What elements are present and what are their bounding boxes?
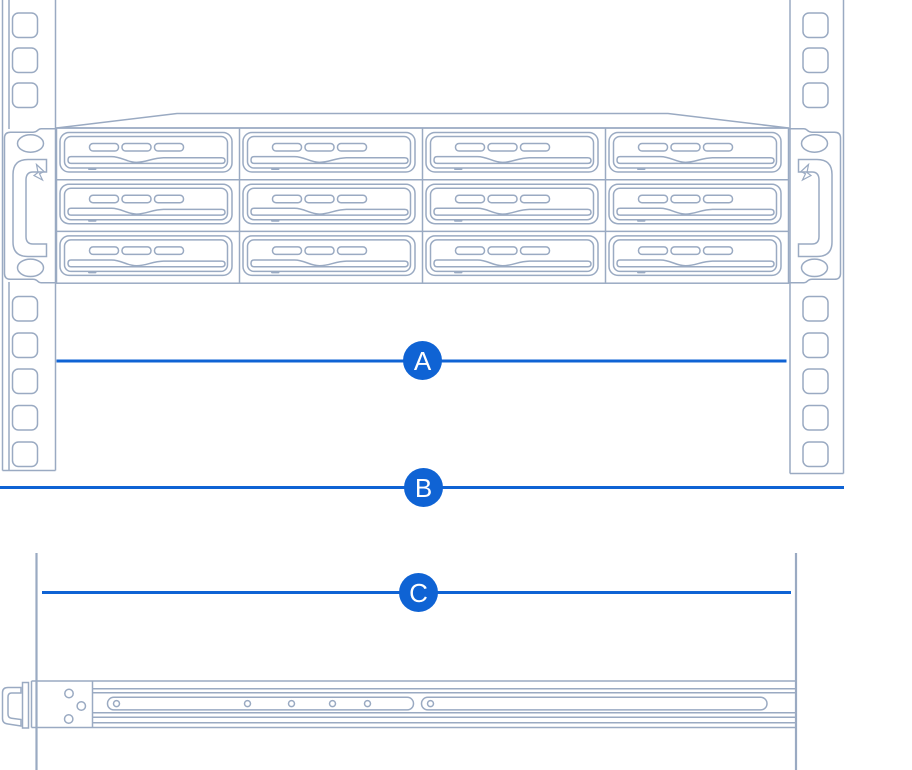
rack-post-right-holes [802,12,829,468]
rackmount-server [3,112,842,284]
callout-marker-b: B [404,468,443,507]
rail-guide-lines [35,553,798,770]
server-ear-left [3,127,58,284]
rack-post-right [789,0,845,475]
server-ear-right [787,127,842,284]
callout-marker-c-label: C [409,577,428,608]
callout-marker-b-label: B [414,472,433,503]
callout-marker-a-label: A [413,345,432,376]
slide-rail [1,680,796,729]
drive-trays [59,131,782,277]
rail-mount-plate [30,681,94,728]
server-top-panel [56,112,789,129]
rail-hook-bracket [1,686,22,727]
callout-marker-c: C [399,573,438,612]
rack-post-left-holes [11,12,39,468]
callout-marker-a: A [403,341,442,380]
rack-post-left [1,0,57,472]
rail-body [31,680,796,729]
